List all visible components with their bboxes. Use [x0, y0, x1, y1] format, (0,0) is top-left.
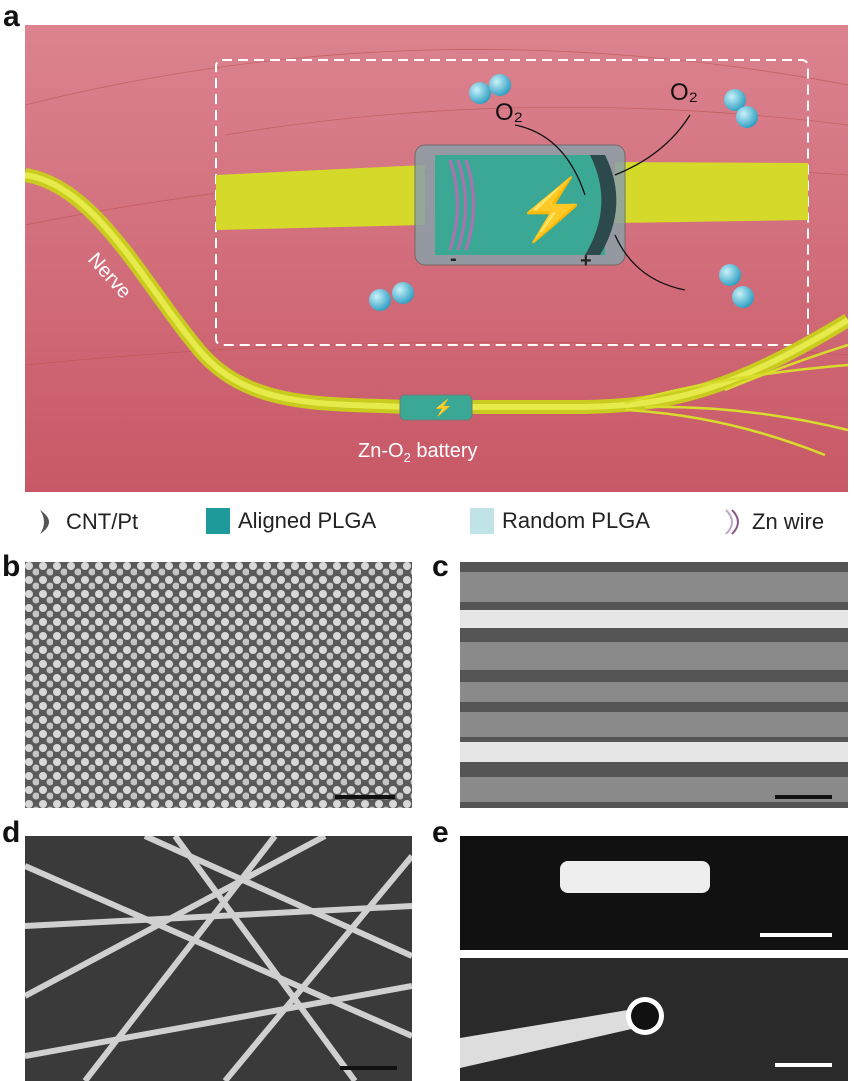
- legend-cnt-pt: CNT/Pt: [36, 508, 138, 536]
- nerve-segment-left: [216, 165, 425, 230]
- svg-text:+: +: [580, 250, 592, 272]
- svg-text:-: -: [450, 248, 457, 270]
- svg-text:⚡: ⚡: [433, 398, 453, 417]
- panel-label-e: e: [432, 816, 449, 849]
- sem-image-random-fibers: [25, 836, 412, 1081]
- legend-zn-wire: Zn wire: [722, 508, 824, 536]
- sem-image-nanoparticles: [25, 562, 412, 808]
- photo-battery-top: [460, 836, 848, 950]
- panel-a-schematic: ⚡ Nerve Zn-O2 battery ⚡ - + O₂ O₂: [25, 25, 848, 492]
- aligned-plga-layer: [435, 155, 605, 255]
- cnt-pt-cathode: [585, 155, 617, 255]
- panel-label-d: d: [2, 816, 21, 849]
- zn-wire-icon: [725, 509, 739, 535]
- battery-photo: [560, 861, 710, 893]
- o2-label-right: O₂: [670, 79, 698, 106]
- panel-label-c: c: [432, 550, 449, 583]
- nerve-segment-right: [615, 162, 808, 223]
- photo-battery-cross-section: [460, 958, 848, 1081]
- random-plga-swatch: [470, 508, 494, 534]
- cnt-pt-crescent-icon: [40, 510, 49, 534]
- panel-label-a: a: [3, 0, 20, 33]
- legend-aligned-plga: Aligned PLGA: [206, 508, 376, 534]
- small-battery: [399, 394, 473, 421]
- lightning-icon: ⚡: [515, 175, 590, 245]
- legend-random-plga: Random PLGA: [470, 508, 650, 534]
- sem-image-aligned-fibers: [460, 562, 848, 808]
- battery-label: Zn-O2 battery: [358, 440, 478, 465]
- tweezers: [460, 1008, 645, 1068]
- o2-label-left: O₂: [495, 99, 523, 126]
- aligned-plga-swatch: [206, 508, 230, 534]
- panel-label-b: b: [2, 550, 21, 583]
